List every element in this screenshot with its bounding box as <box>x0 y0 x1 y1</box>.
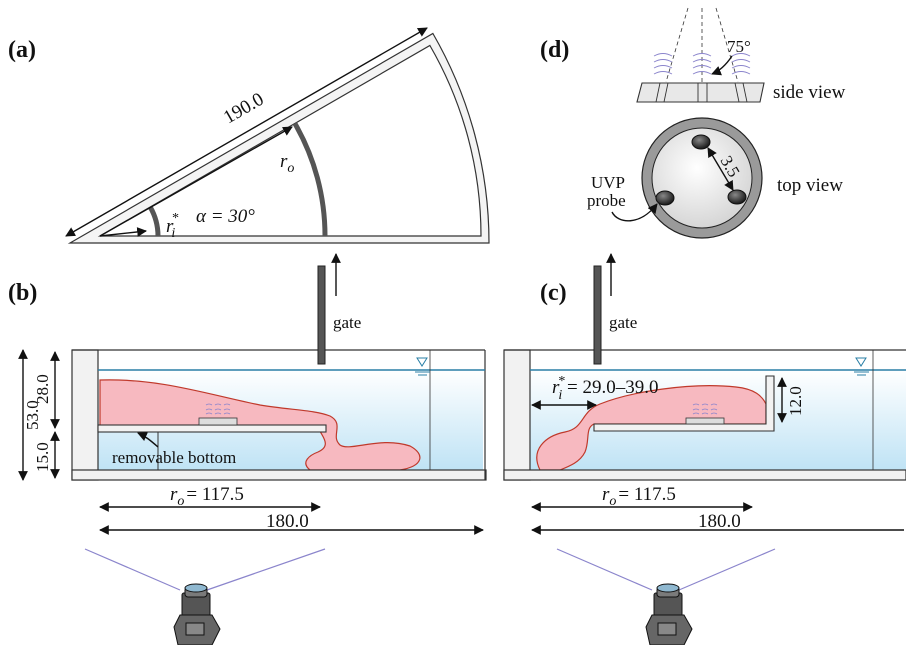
probe-top-view: 3.5 top view UVP probe <box>587 117 843 239</box>
probe-hole <box>727 189 747 205</box>
ri-range-label: r*i = 29.0–39.0 <box>552 374 659 403</box>
removable-bottom-label: removable bottom <box>112 448 236 467</box>
panel-label-c: (c) <box>540 280 567 306</box>
side-view-label: side view <box>773 82 846 103</box>
ri-arrow <box>99 227 147 237</box>
tank-c-floor <box>503 469 906 481</box>
probe-holder-side <box>636 82 765 103</box>
length-c-label: 180.0 <box>698 511 741 532</box>
tank-c-left-wall <box>503 349 531 481</box>
gate-c <box>593 265 602 365</box>
uvp-label-line1: UVP <box>591 173 625 192</box>
ro-c-label: ro= 117.5 <box>602 484 676 509</box>
tank-b-floor <box>71 469 487 481</box>
probe-side-view: 75° side view <box>636 7 846 103</box>
gravity-current-c <box>536 385 767 471</box>
gate-b-label: gate <box>333 313 361 332</box>
depth-total-label: 53.0 <box>23 400 42 430</box>
uvp-label-line2: probe <box>587 191 626 210</box>
panel-label-d: (d) <box>540 37 569 63</box>
probe-hole <box>691 134 711 150</box>
ro-symbol: ro <box>280 151 294 176</box>
tank-b-left-wall <box>71 349 99 481</box>
top-view-label: top view <box>777 175 843 196</box>
probe-angle-label: 75° <box>727 37 751 56</box>
gate-c-label: gate <box>609 313 637 332</box>
camera-icon <box>645 583 693 645</box>
panel-label-b: (b) <box>8 280 37 306</box>
probe-holder-b <box>198 417 238 426</box>
ro-b-label: ro= 117.5 <box>170 484 244 509</box>
panel-label-a: (a) <box>8 37 36 63</box>
length-b-label: 180.0 <box>266 511 309 532</box>
sector-length-label: 190.0 <box>220 89 268 129</box>
raised-bottom-with-wall <box>593 375 775 432</box>
tank-c: gate r*i = 29.0–39.0 12.0 ro= 117.5 180.… <box>503 253 906 591</box>
sector-inner <box>97 44 482 237</box>
probe-hole <box>655 190 675 206</box>
sector-diagram: 190.0 ro r*i α = 30° <box>65 27 490 244</box>
probe-holder-c <box>685 417 725 425</box>
gate-b <box>317 265 326 365</box>
alpha-label: α = 30° <box>196 206 255 227</box>
camera-icon <box>173 583 221 645</box>
depth-water-label: 28.0 <box>33 374 52 404</box>
wall-height-label: 12.0 <box>786 386 805 416</box>
tank-b: removable bottom gate 53.0 28.0 15.0 ro=… <box>18 253 487 591</box>
removable-bottom-plate <box>97 424 327 433</box>
sector-length-dimension <box>65 27 428 237</box>
ri-symbol: r*i <box>166 211 178 241</box>
ro-arrow <box>99 126 293 237</box>
depth-bottom-label: 15.0 <box>33 442 52 472</box>
